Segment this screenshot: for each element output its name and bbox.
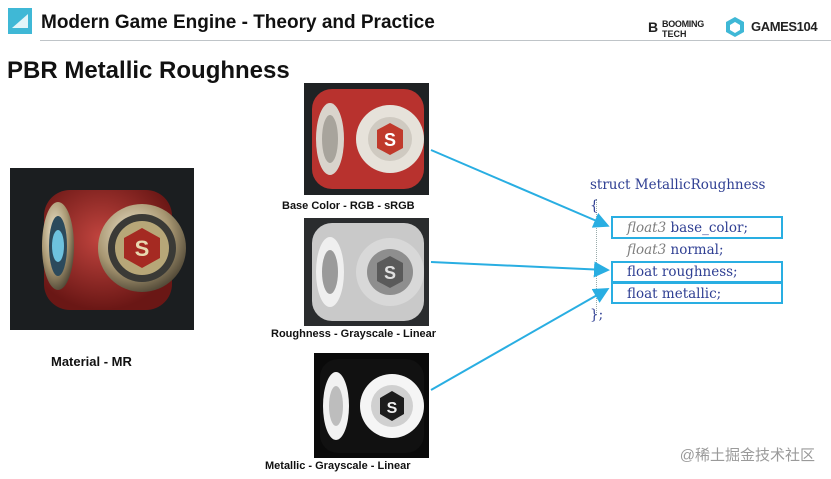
games104-logo-text: GAMES104	[751, 19, 818, 34]
metallic-arrow	[430, 288, 610, 391]
code-field-normal-name: normal;	[666, 242, 724, 258]
code-struct-name: MetallicRoughness	[634, 177, 766, 193]
code-indent-guide	[596, 199, 597, 315]
metallic-field-highlight	[611, 282, 783, 304]
booming-logo-line1: BOOMING	[662, 19, 704, 29]
material-mr-image: S	[10, 168, 194, 330]
slide-title: PBR Metallic Roughness	[7, 57, 290, 84]
booming-logo-line2: TECH	[662, 29, 687, 39]
code-field-normal-type: float3	[627, 242, 667, 258]
code-open-brace: {	[590, 198, 599, 214]
code-field-metallic: float metallic;	[627, 286, 722, 302]
slide-header-icon	[8, 8, 32, 34]
booming-logo-mark: B	[648, 19, 659, 35]
base-color-emblem-letter: S	[384, 130, 396, 150]
base-color-arrow	[430, 149, 610, 228]
code-field-base-color-type: float3	[627, 220, 667, 236]
games-logo-icon	[724, 16, 746, 38]
base-color-image: S	[304, 83, 429, 195]
metallic-image: S	[314, 353, 429, 458]
watermark-text: @稀土掘金技术社区	[679, 447, 815, 464]
code-close-brace: };	[590, 307, 604, 323]
code-field-roughness: float roughness;	[627, 264, 738, 280]
code-struct-line: struct MetallicRoughness	[590, 177, 765, 193]
metallic-caption: Metallic - Grayscale - Linear	[265, 460, 411, 472]
booming-tech-logo: B BOOMING TECH	[648, 17, 716, 41]
metallic-emblem-letter: S	[387, 400, 398, 417]
course-title: Modern Game Engine - Theory and Practice	[41, 12, 435, 33]
code-struct-keyword: struct	[590, 177, 631, 193]
code-field-normal: float3 normal;	[627, 242, 724, 258]
code-field-base-color-name: base_color;	[666, 220, 748, 236]
roughness-image: S	[304, 218, 429, 326]
base-color-field-highlight	[611, 216, 783, 239]
material-caption: Material - MR	[51, 354, 132, 369]
roughness-caption: Roughness - Grayscale - Linear	[271, 328, 437, 340]
roughness-arrow	[430, 261, 610, 278]
roughness-emblem-letter: S	[384, 263, 396, 283]
code-field-base-color: float3 base_color;	[627, 220, 748, 236]
material-emblem-letter: S	[135, 236, 150, 261]
header-divider	[40, 40, 831, 41]
base-color-caption: Base Color - RGB - sRGB	[282, 200, 415, 212]
